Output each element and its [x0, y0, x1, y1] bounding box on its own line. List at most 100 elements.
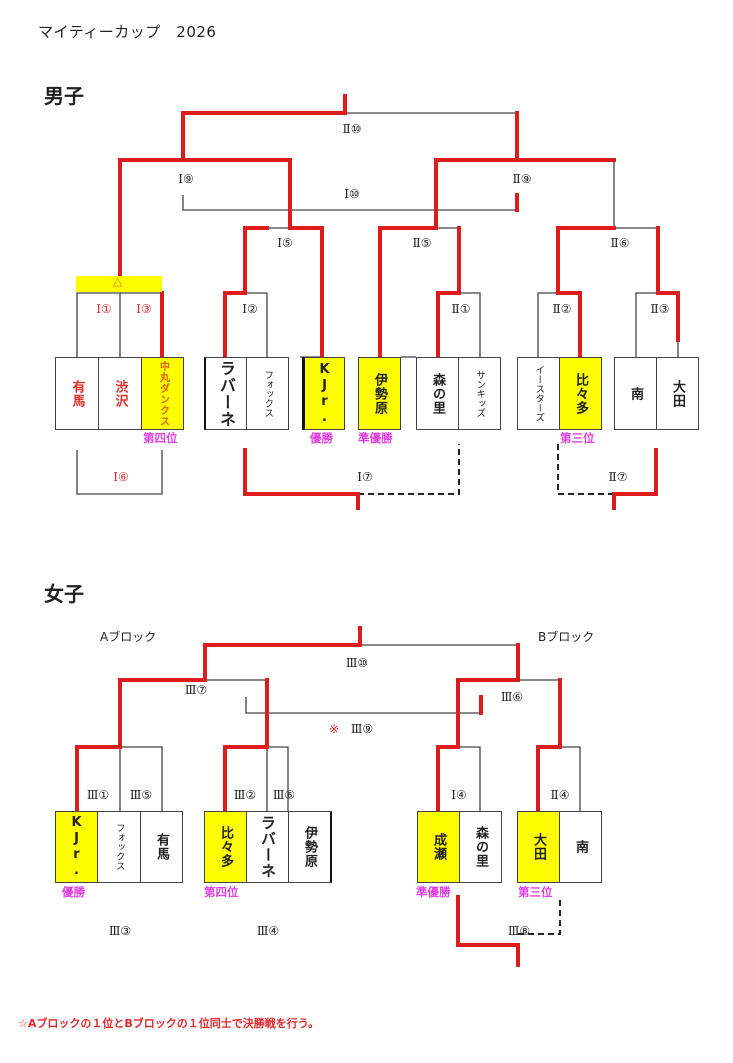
team-name: 伊勢原 [372, 372, 387, 415]
team-name: KJr. [69, 815, 84, 879]
rank-champion: 優勝 [62, 885, 85, 899]
bracket-line [223, 678, 269, 813]
match-label: Ⅰ① [96, 302, 112, 316]
team-name: 比々多 [218, 826, 233, 868]
team-box: 森の里 [416, 357, 459, 430]
bracket-line [635, 292, 658, 357]
match-label: Ⅰ③ [136, 302, 152, 316]
team-name: 比々多 [573, 372, 588, 415]
match-label: Ⅲ⑤ [129, 788, 153, 802]
team-box: ラバーネ [246, 811, 289, 883]
rank-fourth: 第四位 [143, 431, 178, 445]
bracket-line [182, 195, 517, 211]
match-label: Ⅱ④ [550, 788, 570, 802]
match-label: Ⅲ④ [256, 924, 280, 938]
block-b-label: Bブロック [538, 630, 595, 644]
team-box: 有馬 [140, 811, 183, 883]
match-label: Ⅱ⑨ [512, 172, 532, 186]
match-label: Ⅲ⑧ [507, 924, 531, 938]
bracket-line [518, 897, 561, 935]
team-box: 森の里 [459, 811, 502, 883]
bracket-line [76, 450, 163, 495]
match-label: Ⅰ⑦ [357, 470, 373, 484]
match-label: Ⅲ⑦ [184, 683, 208, 697]
bracket-line [436, 226, 461, 359]
block-a-label: Aブロック [100, 630, 157, 644]
bracket-line [537, 292, 558, 357]
team-name: 有馬 [69, 379, 85, 408]
bracket-line [246, 292, 268, 357]
match-label: Ⅲ⑥ [500, 690, 524, 704]
match-label: Ⅲ③ [108, 924, 132, 938]
team-box-winner: KJr. [55, 811, 98, 883]
team-name: KJr. [317, 361, 332, 426]
team-name: 大田 [531, 833, 546, 861]
team-name: フォックス [113, 823, 125, 871]
match-label: Ⅱ⑥ [610, 236, 630, 250]
team-name: ラバーネ [217, 359, 236, 428]
team-name: イースターズ [533, 365, 545, 422]
bracket-line [75, 626, 362, 813]
team-name: 南 [628, 386, 643, 401]
bracket-line [612, 448, 658, 510]
bracket-line [656, 226, 680, 342]
team-box: ラバーネ [204, 357, 247, 430]
rank-third: 第三位 [560, 431, 595, 445]
team-name: 森の里 [473, 826, 488, 868]
team-box-winner: KJr. [302, 357, 345, 430]
match-label: Ⅰ⑨ [178, 172, 194, 186]
bracket-line [358, 444, 460, 495]
women-section-title: 女子 [44, 582, 84, 606]
bracket-line [436, 643, 520, 813]
rank-runner-up: 準優勝 [358, 431, 393, 445]
team-name: 大田 [670, 379, 685, 408]
team-name: 渋沢 [112, 379, 128, 408]
team-box: フォックス [246, 357, 289, 430]
rank-third: 第三位 [518, 885, 553, 899]
bracket-line [517, 159, 615, 228]
team-box: 南 [614, 357, 657, 430]
bracket-line [245, 697, 481, 714]
team-box: イースターズ [517, 357, 560, 430]
page-title: マイティーカップ 2026 [38, 23, 217, 41]
match-label: Ⅰ⑥ [113, 470, 129, 484]
team-box-winner: 成瀬 [417, 811, 460, 883]
match-label: Ⅰ⑤ [277, 236, 293, 250]
team-box-winner: 大田 [517, 811, 560, 883]
match-label: Ⅰ⑩ [344, 187, 360, 201]
team-name: 成瀬 [431, 833, 446, 861]
bracket-line [223, 226, 269, 359]
bracket-line [558, 746, 581, 811]
match-label: Ⅱ⑦ [608, 470, 628, 484]
bracket-line [118, 158, 185, 278]
team-name: サンキッズ [474, 369, 486, 418]
bracket-line [456, 895, 520, 967]
team-name: 中丸ダンクス [157, 360, 169, 427]
bracket-line [459, 292, 481, 357]
match-label: Ⅲ⑥ [272, 788, 296, 802]
bracket-line [378, 111, 519, 359]
note-mark: ※ [328, 722, 340, 736]
match-label: Ⅲ① [86, 788, 110, 802]
match-label: Ⅲ⑩ [345, 656, 369, 670]
rank-champion: 優勝 [310, 431, 333, 445]
bracket-line [536, 678, 562, 813]
match-label: Ⅲ⑨ [350, 722, 374, 736]
match-label: Ⅱ② [552, 302, 572, 316]
match-label: Ⅰ④ [451, 788, 467, 802]
match-label: Ⅱ⑤ [412, 236, 432, 250]
rank-runner-up: 準優勝 [416, 885, 451, 899]
team-box-winner: 伊勢原 [358, 357, 401, 430]
team-box: 有馬 [55, 357, 99, 430]
match-label: Ⅰ② [242, 302, 258, 316]
team-box: フォックス [97, 811, 141, 883]
team-name: 南 [573, 840, 588, 854]
team-name: 有馬 [154, 833, 169, 861]
rank-fourth: 第四位 [204, 885, 239, 899]
team-box-winner: 中丸ダンクス [141, 357, 184, 430]
bracket-line [181, 94, 347, 359]
bracket-line [556, 226, 616, 359]
team-box: サンキッズ [458, 357, 501, 430]
bracket-line [557, 444, 614, 495]
